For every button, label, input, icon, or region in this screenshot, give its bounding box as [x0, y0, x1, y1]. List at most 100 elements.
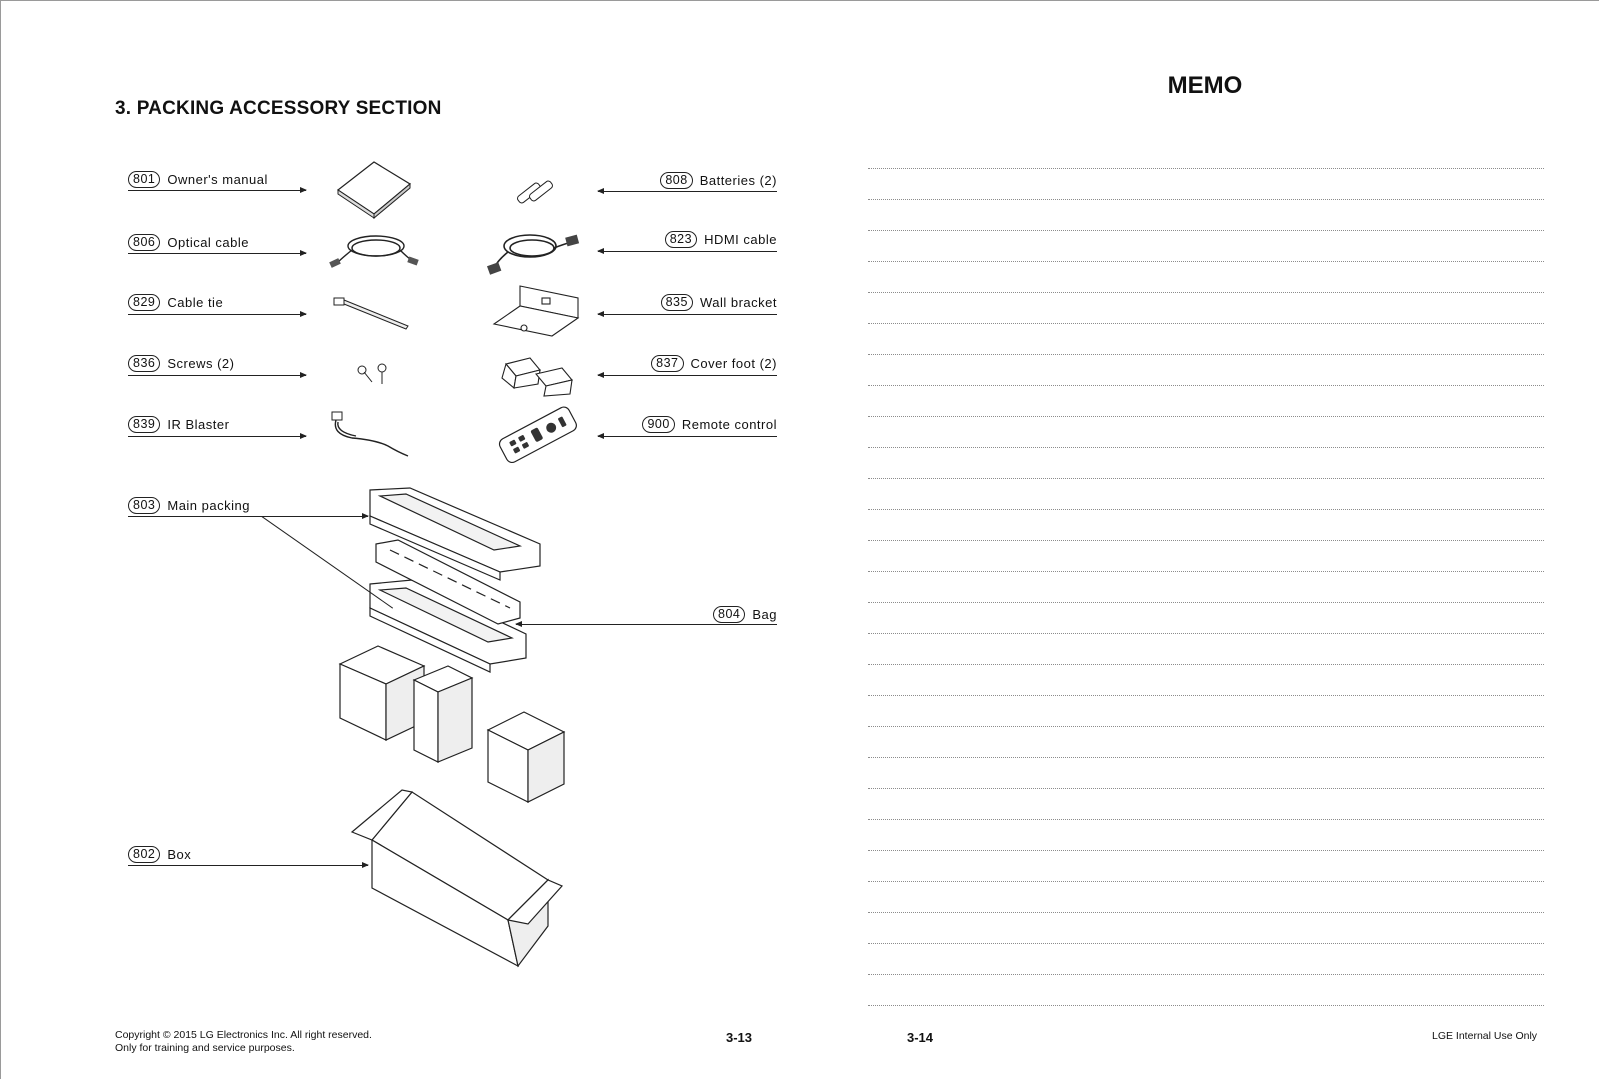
part-number: 839 [128, 415, 161, 433]
part-number: 836 [128, 354, 161, 372]
part-number: 806 [128, 233, 161, 251]
memo-line [868, 850, 1544, 851]
memo-line [868, 974, 1544, 975]
part-label: Box [167, 846, 192, 862]
ir-blaster-icon [331, 411, 409, 457]
part-number: 802 [128, 845, 161, 863]
part-label: Wall bracket [699, 294, 777, 310]
leader-837 [597, 372, 777, 378]
leader-823 [597, 248, 777, 254]
part-label: Batteries (2) [699, 172, 777, 188]
part-label: HDMI cable [704, 231, 777, 247]
part-number: 823 [664, 230, 698, 248]
hdmi-cable-icon [486, 234, 580, 275]
memo-line [868, 478, 1544, 479]
memo-line [868, 633, 1544, 634]
part-number: 803 [128, 496, 161, 514]
batteries-icon [517, 180, 553, 204]
part-label: Remote control [681, 416, 777, 432]
memo-line [868, 571, 1544, 572]
optical-cable-icon [329, 235, 419, 268]
memo-line [868, 385, 1544, 386]
part-label: Owner's manual [167, 171, 268, 187]
packing-foam-icon [369, 487, 541, 673]
memo-line [868, 1005, 1544, 1006]
memo-line [868, 912, 1544, 913]
part-number: 801 [128, 170, 161, 188]
remote-control-icon [498, 406, 577, 464]
memo-title: MEMO [1167, 72, 1243, 99]
part-836: 836 Screws (2) [128, 353, 234, 373]
part-806: 806 Optical cable [128, 232, 249, 252]
memo-line [868, 230, 1544, 231]
screws-icon [357, 363, 387, 384]
memo-line [868, 757, 1544, 758]
page-number-left: 3-13 [726, 1030, 753, 1045]
leader-836 [128, 372, 307, 378]
cover-foot-icon [501, 357, 573, 397]
part-835: 835 Wall bracket [620, 292, 777, 312]
memo-line [868, 881, 1544, 882]
memo-line [868, 540, 1544, 541]
part-823: 823 HDMI cable [620, 229, 777, 249]
memo-line [868, 168, 1544, 169]
memo-line [868, 354, 1544, 355]
box-icon [350, 789, 564, 968]
memo-line [868, 695, 1544, 696]
page-number-right: 3-14 [907, 1030, 934, 1045]
part-900: 900 Remote control [620, 414, 777, 434]
part-label: Optical cable [167, 234, 250, 250]
part-label: Cable tie [167, 294, 224, 310]
part-number: 804 [713, 605, 746, 623]
part-label: Main packing [167, 497, 250, 513]
leader-804 [515, 621, 777, 627]
bag-icon [375, 539, 521, 625]
cable-tie-icon [333, 297, 409, 330]
end-cushions-icon [338, 645, 566, 803]
leader-808 [597, 188, 777, 194]
memo-line [868, 788, 1544, 789]
memo-line [868, 664, 1544, 665]
memo-line [868, 819, 1544, 820]
part-number: 835 [660, 293, 693, 311]
memo-line [868, 447, 1544, 448]
part-number: 808 [660, 171, 693, 189]
part-829: 829 Cable tie [128, 292, 223, 312]
leader-801 [128, 187, 307, 193]
leader-806 [128, 250, 307, 256]
internal-use-notice: LGE Internal Use Only [1432, 1030, 1538, 1042]
part-number: 837 [651, 354, 684, 372]
part-837: 837 Cover foot (2) [620, 353, 777, 373]
copyright-text: Copyright © 2015 LG Electronics Inc. All… [115, 1029, 372, 1041]
part-number: 829 [128, 293, 161, 311]
leader-803 [128, 513, 369, 519]
manual-icon [336, 161, 412, 220]
memo-line [868, 943, 1544, 944]
leader-900 [597, 433, 777, 439]
memo-line [868, 323, 1544, 324]
part-808: 808 Batteries (2) [620, 170, 777, 190]
wall-bracket-icon [492, 285, 580, 337]
memo-line [868, 199, 1544, 200]
section-title: 3. PACKING ACCESSORY SECTION [115, 98, 442, 119]
leader-802 [128, 862, 369, 868]
part-label: Bag [752, 606, 777, 622]
part-number: 900 [642, 415, 675, 433]
memo-line [868, 292, 1544, 293]
memo-line [868, 416, 1544, 417]
purpose-text: Only for training and service purposes. [115, 1042, 295, 1054]
leader-839 [128, 433, 307, 439]
footer-copyright-block: Copyright © 2015 LG Electronics Inc. All… [115, 1029, 372, 1055]
leader-829 [128, 311, 307, 317]
memo-line [868, 602, 1544, 603]
memo-line [868, 261, 1544, 262]
part-804: 804 Bag [680, 604, 777, 624]
part-802: 802 Box [128, 844, 191, 864]
part-label: Screws (2) [167, 355, 235, 371]
memo-line [868, 726, 1544, 727]
part-label: Cover foot (2) [690, 355, 777, 371]
leader-835 [597, 311, 777, 317]
part-803: 803 Main packing [128, 495, 250, 515]
part-839: 839 IR Blaster [128, 414, 229, 434]
